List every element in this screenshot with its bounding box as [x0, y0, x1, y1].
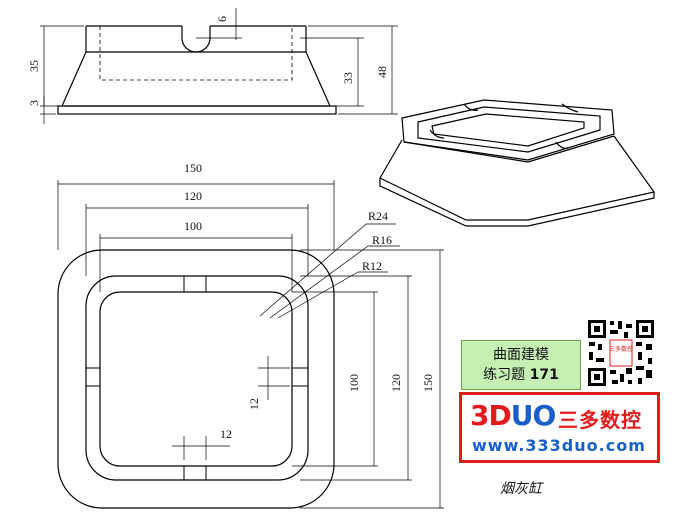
brand-logo: 3DUO [470, 399, 557, 432]
dim-base-height: 3 [27, 100, 41, 106]
brand-name: 三多数控 [558, 408, 642, 432]
brand-url[interactable]: www.333duo.com [472, 436, 646, 455]
dim-inner-height: 100 [347, 374, 361, 392]
exercise-title-box: 曲面建模 练习题 171 [461, 340, 581, 390]
dim-slot-width-horizontal: 12 [220, 427, 232, 441]
brand-logo-3d: 3D [470, 399, 512, 432]
dim-slot-depth: 6 [215, 16, 229, 22]
dim-upper-height: 35 [27, 60, 41, 72]
qr-center-label: 三多数控 [609, 345, 633, 353]
dim-inner-width: 100 [184, 219, 202, 233]
exercise-title-line2: 练习题 171 [483, 365, 559, 385]
dim-radius-inner: R12 [362, 259, 382, 273]
exercise-title-line1: 曲面建模 [493, 347, 549, 363]
dim-radius-middle: R16 [372, 233, 392, 247]
dim-radius-outer: R24 [368, 209, 388, 223]
dim-inner-depth: 33 [341, 72, 355, 84]
dim-slot-width-vertical: 12 [247, 398, 261, 410]
dim-middle-width: 120 [184, 189, 202, 203]
dim-total-height: 48 [375, 66, 389, 78]
dim-outer-width: 150 [184, 161, 202, 175]
dim-middle-height: 120 [389, 374, 403, 392]
front-view [40, 8, 398, 124]
brand-logo-uo: UO [510, 399, 557, 432]
dim-outer-height: 150 [421, 374, 435, 392]
isometric-view [379, 99, 656, 227]
drawing-caption: 烟灰缸 [500, 481, 542, 497]
brand-banner: 3DUO 三多数控 www.333duo.com [459, 392, 660, 463]
exercise-title-text: 练习题 [483, 367, 526, 383]
exercise-number: 171 [529, 367, 559, 383]
plan-view [57, 180, 444, 509]
qr-code-icon: 三多数控 [586, 318, 656, 388]
